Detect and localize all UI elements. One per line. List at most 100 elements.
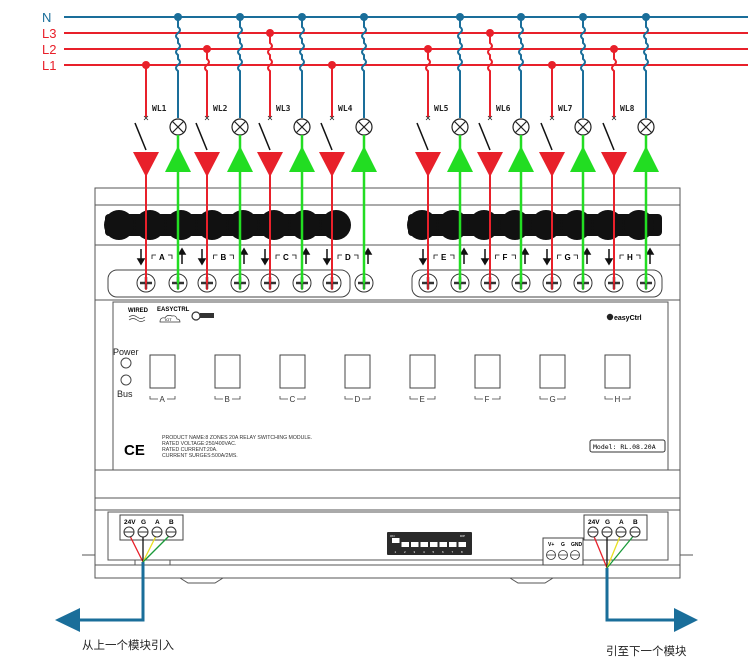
switch-contact-icon <box>329 115 335 121</box>
terminal-zone-label: G <box>565 253 571 262</box>
dip-lever-1[interactable] <box>392 538 400 543</box>
input-arrow-icon <box>477 152 503 177</box>
channel-label: G <box>550 395 556 404</box>
out-direction-icon <box>459 247 469 264</box>
phase-wire <box>611 49 617 117</box>
channel-d: WL4 <box>319 13 377 283</box>
output-arrow-icon <box>289 146 315 172</box>
bus-led <box>120 374 132 386</box>
switch-icon <box>320 122 333 151</box>
product-info-line: RATED CURRENT:20A. <box>162 447 218 453</box>
input-arrow-icon <box>133 152 159 177</box>
channel-window-h <box>604 354 631 389</box>
to-next-module-label: 引至下一个模块 <box>606 644 687 658</box>
bus-terminal-label: A <box>155 519 160 526</box>
bus-wire <box>142 533 158 563</box>
in-direction-icon <box>136 249 146 266</box>
output-arrow-icon <box>227 146 253 172</box>
dip-lever-7[interactable] <box>449 542 457 547</box>
switch-icon <box>416 122 429 151</box>
neutral-wire <box>299 17 305 118</box>
phase-wire <box>425 49 431 117</box>
out-direction-icon <box>645 247 655 264</box>
input-arrow-icon <box>194 152 220 177</box>
neutral-wire <box>175 17 181 118</box>
arrow-right-icon <box>674 608 698 632</box>
panel-logos: WIRED EASYCTRL IOT easyCtrl <box>128 307 642 323</box>
in-direction-icon <box>480 249 490 266</box>
neutral-junction <box>642 13 650 21</box>
phase-junction <box>203 45 211 53</box>
output-arrow-icon <box>633 146 659 172</box>
neutral-wire <box>518 17 524 118</box>
from-previous-module-label: 从上一个模块引入 <box>82 638 174 652</box>
bus-wire <box>606 533 622 569</box>
bus-wire <box>128 533 144 563</box>
in-direction-icon <box>260 249 270 266</box>
switch-contact-icon <box>267 115 273 121</box>
in-direction-icon <box>418 249 428 266</box>
dip-lever-8[interactable] <box>458 542 467 547</box>
channel-label: B <box>225 395 230 404</box>
bus-out-cable <box>605 570 676 622</box>
channel-a: WL1 <box>133 13 191 283</box>
dip-lever-5[interactable] <box>430 542 438 547</box>
terminal-cover-strip <box>104 210 662 240</box>
out-direction-icon <box>363 247 373 264</box>
input-arrow-icon <box>257 152 283 177</box>
cloud-icon <box>159 314 181 323</box>
in-direction-icon <box>322 249 332 266</box>
channel-label: D <box>355 395 361 404</box>
switch-contact-icon <box>549 115 555 121</box>
dip-position-label: 7 <box>452 550 454 554</box>
switch-icon <box>134 122 147 151</box>
product-info-line: PRODUCT NAME:8 ZONES 20A RELAY SWITCHING… <box>162 435 312 441</box>
aux-label-gnd: GND <box>571 542 583 548</box>
logo-iot: IOT <box>165 317 172 322</box>
terminal-zone-label: A <box>159 253 165 262</box>
neutral-junction <box>456 13 464 21</box>
dip-lever-6[interactable] <box>439 542 448 547</box>
aux-terminal: V+ G GND <box>542 537 584 566</box>
channel-h: WL8 <box>601 13 659 283</box>
arrow-left-icon <box>55 608 80 632</box>
dip-position-label: 5 <box>433 550 435 554</box>
dip-position-label: 3 <box>414 550 416 554</box>
dip-lever-2[interactable] <box>401 542 410 547</box>
neutral-wire <box>237 17 243 118</box>
channel-g: WL7 <box>539 13 596 283</box>
out-direction-icon <box>520 247 530 264</box>
switch-icon <box>540 122 553 151</box>
load-label: WL4 <box>338 104 353 113</box>
power-label: Power <box>113 347 139 357</box>
channel-window-f <box>474 354 501 389</box>
switch-icon <box>478 122 491 151</box>
dip-position-label: 8 <box>461 550 463 554</box>
channel-b: WL2 <box>194 13 253 283</box>
phase-junction <box>486 29 494 37</box>
terminal-zone-label: E <box>441 253 447 262</box>
load-label: WL2 <box>213 104 228 113</box>
channel-e: WL5 <box>415 13 473 283</box>
bus-label-l3: L3 <box>42 26 56 41</box>
load-label: WL1 <box>152 104 167 113</box>
channel-window-c <box>279 354 306 389</box>
channel-label: A <box>160 395 166 404</box>
product-info-line: RATED VOLTAGE:250/400VAC. <box>162 441 236 447</box>
input-arrow-icon <box>319 152 345 177</box>
in-direction-icon <box>604 249 614 266</box>
input-arrow-icon <box>601 152 627 177</box>
in-direction-icon <box>197 249 207 266</box>
channel-window-b <box>214 354 241 389</box>
load-label: WL8 <box>620 104 635 113</box>
dip-lever-3[interactable] <box>411 542 419 547</box>
dip-position-label: 6 <box>442 550 444 554</box>
channel-window-g <box>539 354 566 389</box>
neutral-junction <box>174 13 182 21</box>
dip-lever-4[interactable] <box>420 542 429 547</box>
bus-terminal-label: 24V <box>124 519 136 526</box>
switch-contact-icon <box>143 115 149 121</box>
